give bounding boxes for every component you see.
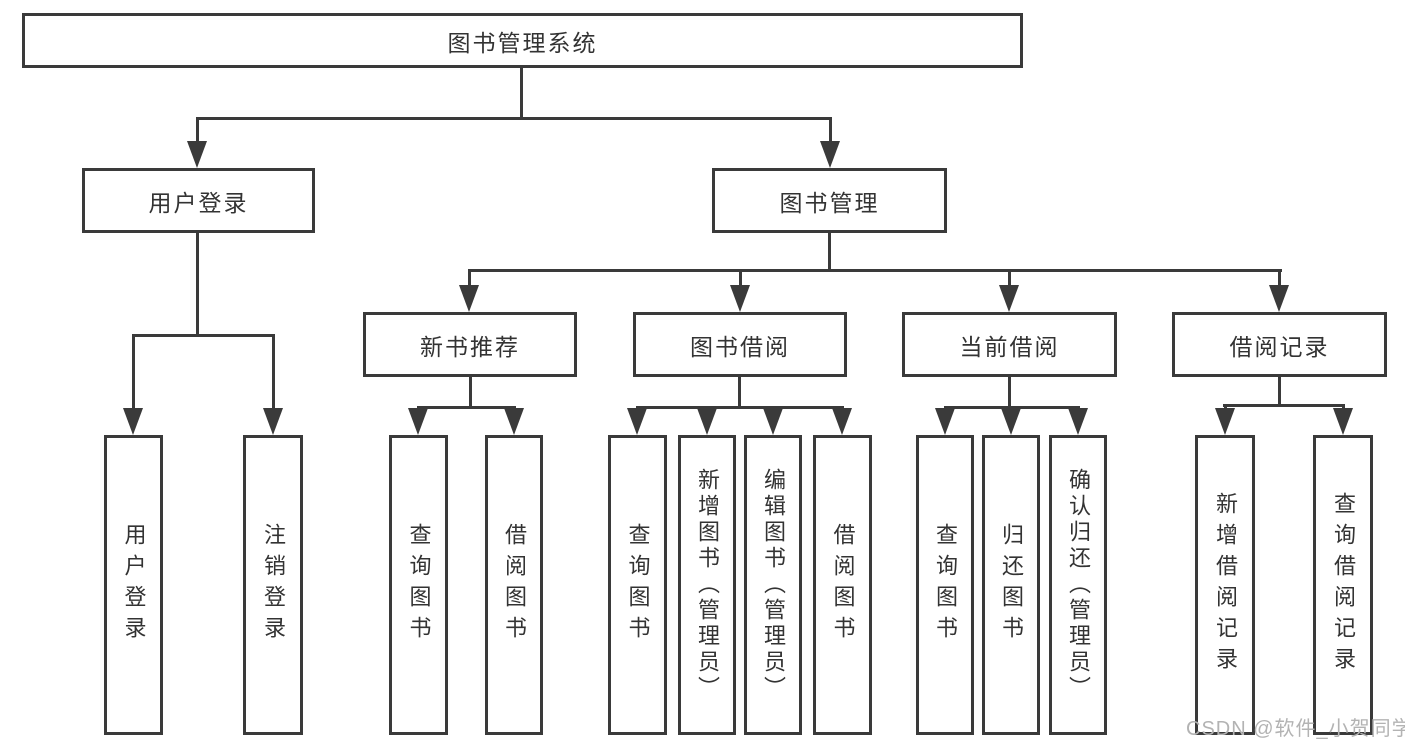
- connector-leg: [468, 269, 471, 288]
- connector-current-borrowing-stem: [1008, 377, 1011, 408]
- arrow-down-icon: [697, 408, 717, 435]
- arrow-down-icon: [999, 285, 1019, 312]
- arrow-down-icon: [187, 141, 207, 168]
- connector-new-book-stem: [469, 377, 472, 408]
- arrow-down-icon: [627, 408, 647, 435]
- arrow-down-icon: [408, 408, 428, 435]
- node-borrowing-records-label: 借阅记录: [1229, 333, 1330, 360]
- connector-borrowing-records-stem: [1278, 377, 1281, 406]
- connector-leg: [1278, 269, 1281, 288]
- leaf-return-books: 归还图书: [982, 435, 1040, 735]
- leaf-borrow-books-borrowing: 借阅图书: [813, 435, 872, 735]
- arrow-down-icon: [1269, 285, 1289, 312]
- connector-book-management-bar: [468, 269, 1282, 272]
- leaf-query-books-borrowing: 查询图书: [608, 435, 667, 735]
- arrow-down-icon: [730, 285, 750, 312]
- node-library-system: 图书管理系统: [22, 13, 1023, 68]
- connector-book-management-stem: [828, 233, 831, 272]
- arrow-down-icon: [1001, 408, 1021, 435]
- leaf-logout: 注销登录: [243, 435, 303, 735]
- connector-leg: [196, 117, 199, 145]
- leaf-confirm-return-admin-label: 确认归还（管理员）: [1066, 468, 1091, 702]
- arrow-down-icon: [832, 408, 852, 435]
- leaf-query-borrow-record-label: 查询借阅记录: [1331, 492, 1356, 678]
- connector-leg: [739, 269, 742, 288]
- node-user-login-label: 用户登录: [148, 189, 249, 216]
- connector-user-login-stem: [196, 233, 199, 336]
- connector-new-book-bar: [417, 406, 516, 409]
- connector-leg: [132, 334, 135, 410]
- arrow-down-icon: [1215, 408, 1235, 435]
- arrow-down-icon: [263, 408, 283, 435]
- watermark-text: CSDN @软件_小贺同学: [1186, 718, 1405, 740]
- connector-root-stem: [520, 66, 523, 120]
- node-user-login: 用户登录: [82, 168, 315, 233]
- leaf-logout-label: 注销登录: [261, 523, 286, 647]
- connector-leg: [272, 334, 275, 410]
- node-book-management-label: 图书管理: [779, 189, 880, 216]
- leaf-borrow-books-borrowing-label: 借阅图书: [830, 523, 856, 647]
- leaf-add-books-admin: 新增图书（管理员）: [678, 435, 736, 735]
- node-new-book-recommend: 新书推荐: [363, 312, 577, 377]
- leaf-query-books-current: 查询图书: [916, 435, 974, 735]
- node-book-borrowing-label: 图书借阅: [690, 333, 790, 360]
- node-library-system-label: 图书管理系统: [447, 29, 598, 56]
- leaf-add-books-admin-label: 新增图书（管理员）: [695, 468, 720, 702]
- leaf-user-login-label: 用户登录: [121, 523, 147, 647]
- arrow-down-icon: [935, 408, 955, 435]
- arrow-down-icon: [763, 408, 783, 435]
- arrow-down-icon: [1068, 408, 1088, 435]
- leaf-query-books-recommend: 查询图书: [389, 435, 448, 735]
- leaf-add-borrow-record: 新增借阅记录: [1195, 435, 1255, 735]
- leaf-borrow-books-recommend: 借阅图书: [485, 435, 543, 735]
- leaf-query-borrow-record: 查询借阅记录: [1313, 435, 1373, 735]
- connector-leg: [829, 117, 832, 145]
- leaf-query-books-borrowing-label: 查询图书: [625, 523, 651, 647]
- arrow-down-icon: [1333, 408, 1353, 435]
- arrow-down-icon: [504, 408, 524, 435]
- leaf-edit-books-admin-label: 编辑图书（管理员）: [761, 468, 786, 702]
- arrow-down-icon: [820, 141, 840, 168]
- node-current-borrowing-label: 当前借阅: [959, 333, 1060, 360]
- leaf-query-books-current-label: 查询图书: [933, 523, 958, 647]
- arrow-down-icon: [459, 285, 479, 312]
- node-current-borrowing: 当前借阅: [902, 312, 1117, 377]
- connector-leg: [1008, 269, 1011, 288]
- node-borrowing-records: 借阅记录: [1172, 312, 1387, 377]
- leaf-return-books-label: 归还图书: [999, 523, 1024, 647]
- leaf-edit-books-admin: 编辑图书（管理员）: [744, 435, 802, 735]
- leaf-confirm-return-admin: 确认归还（管理员）: [1049, 435, 1107, 735]
- node-book-borrowing: 图书借阅: [633, 312, 847, 377]
- connector-borrowing-records-bar: [1223, 404, 1345, 407]
- connector-user-login-bar: [132, 334, 275, 337]
- connector-root-bar: [196, 117, 832, 120]
- node-new-book-recommend-label: 新书推荐: [420, 333, 520, 360]
- connector-book-borrowing-stem: [738, 377, 741, 408]
- leaf-add-borrow-record-label: 新增借阅记录: [1213, 492, 1238, 678]
- arrow-down-icon: [123, 408, 143, 435]
- leaf-user-login: 用户登录: [104, 435, 163, 735]
- leaf-borrow-books-recommend-label: 借阅图书: [502, 523, 527, 647]
- node-book-management: 图书管理: [712, 168, 947, 233]
- connector-book-borrowing-bar: [636, 406, 844, 409]
- leaf-query-books-recommend-label: 查询图书: [406, 523, 432, 647]
